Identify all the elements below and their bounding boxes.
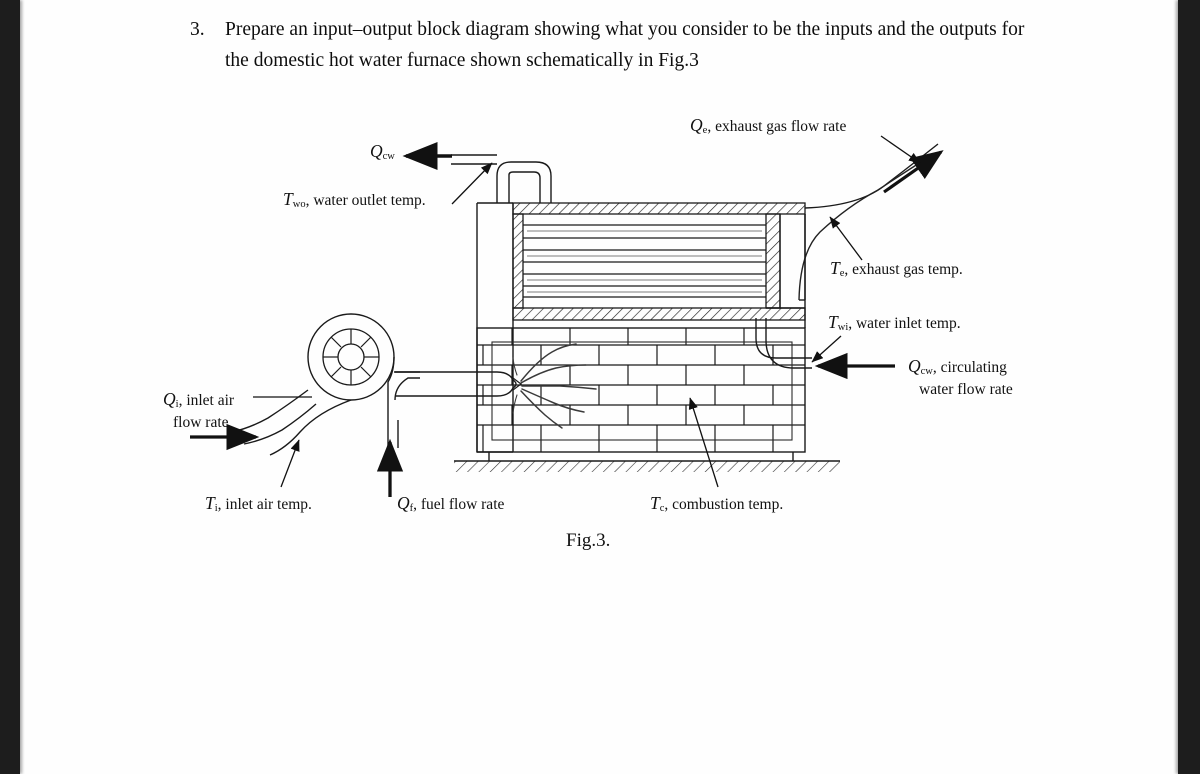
label-q-cw-outlet-sub: cw xyxy=(382,151,395,162)
label-t-e-text: , exhaust gas temp. xyxy=(844,261,963,278)
question-text: Prepare an input–output block diagram sh… xyxy=(225,19,1025,71)
heat-exchanger-shell xyxy=(512,202,806,321)
leader-t-c xyxy=(688,397,719,488)
water-outlet-pipe xyxy=(451,154,552,203)
label-q-f-sub: f xyxy=(409,503,414,514)
label-q-f-text: , fuel flow rate xyxy=(413,496,505,513)
hatched-ground-line xyxy=(454,452,840,472)
label-t-c-symbol: T xyxy=(650,493,660,513)
label-q-i-symbol: Q xyxy=(163,389,176,409)
label-q-f-symbol: Q xyxy=(397,493,410,513)
diagram-geometry xyxy=(190,135,944,497)
label-t-wi-symbol: T xyxy=(828,312,838,332)
label-t-wo: Two, water outlet temp. xyxy=(283,190,426,214)
leader-t-i xyxy=(280,439,300,488)
label-t-e: Te, exhaust gas temp. xyxy=(830,259,963,283)
label-t-c-sub: c xyxy=(659,503,665,514)
question-number: 3. xyxy=(190,19,205,40)
label-t-e-sub: e xyxy=(839,268,845,279)
scan-border-right xyxy=(1178,0,1200,774)
label-t-c-text: , combustion temp. xyxy=(664,496,784,513)
figure-caption: Fig.3. xyxy=(566,530,611,551)
leader-t-wo xyxy=(451,162,493,205)
label-t-i-symbol: T xyxy=(205,493,215,513)
label-t-e-symbol: T xyxy=(830,258,840,278)
label-q-cw-outlet-symbol: Q xyxy=(370,141,383,161)
label-t-i-text: , inlet air temp. xyxy=(217,496,312,513)
heat-exchanger-tube-bank xyxy=(523,224,766,298)
question-block: 3. Prepare an input–output block diagram… xyxy=(190,14,1035,76)
label-q-i-sub: i xyxy=(175,399,179,410)
label-q-cw-circ-text2: water flow rate xyxy=(919,381,1013,398)
label-q-e-symbol: Q xyxy=(690,115,703,135)
label-t-wi-text: , water inlet temp. xyxy=(848,315,961,332)
label-t-wo-text: , water outlet temp. xyxy=(305,192,426,209)
label-t-wo-sub: wo xyxy=(292,199,306,210)
scan-border-left xyxy=(0,0,20,774)
leader-t-e xyxy=(829,216,863,261)
leader-t-wi xyxy=(811,335,842,363)
arrow-q-e xyxy=(883,150,944,194)
label-q-e-sub: e xyxy=(702,125,708,136)
label-q-cw-circ-text: , circulating xyxy=(932,359,1007,376)
label-t-c: Tc, combustion temp. xyxy=(650,494,783,518)
label-q-f: Qf, fuel flow rate xyxy=(397,494,504,518)
label-q-cw-circulating: Qcw, circulating water flow rate xyxy=(908,357,1013,399)
label-q-cw-circ-sub: cw xyxy=(920,366,933,377)
label-t-wi-sub: wi xyxy=(837,322,849,333)
leader-q-e xyxy=(880,135,921,164)
label-q-e-text: , exhaust gas flow rate xyxy=(707,118,847,135)
label-q-i: Qi, inlet air flow rate xyxy=(163,390,234,432)
flame-spray xyxy=(512,343,597,429)
label-q-i-text: , inlet air xyxy=(178,392,235,409)
centrifugal-air-blower xyxy=(231,313,420,456)
water-inlet-pipe xyxy=(755,318,812,369)
label-t-wi: Twi, water inlet temp. xyxy=(828,313,961,337)
label-q-cw-circ-symbol: Q xyxy=(908,356,921,376)
label-t-i-sub: i xyxy=(214,503,218,514)
label-q-e: Qe, exhaust gas flow rate xyxy=(690,116,846,140)
brick-combustion-chamber xyxy=(476,327,806,453)
fuel-burner-nozzle xyxy=(395,371,522,397)
label-t-i: Ti, inlet air temp. xyxy=(205,494,312,518)
label-q-i-text2: flow rate xyxy=(173,414,229,431)
furnace-right-casing xyxy=(766,214,806,328)
label-t-wo-symbol: T xyxy=(283,189,293,209)
label-q-cw-outlet: Qcw xyxy=(370,142,395,166)
